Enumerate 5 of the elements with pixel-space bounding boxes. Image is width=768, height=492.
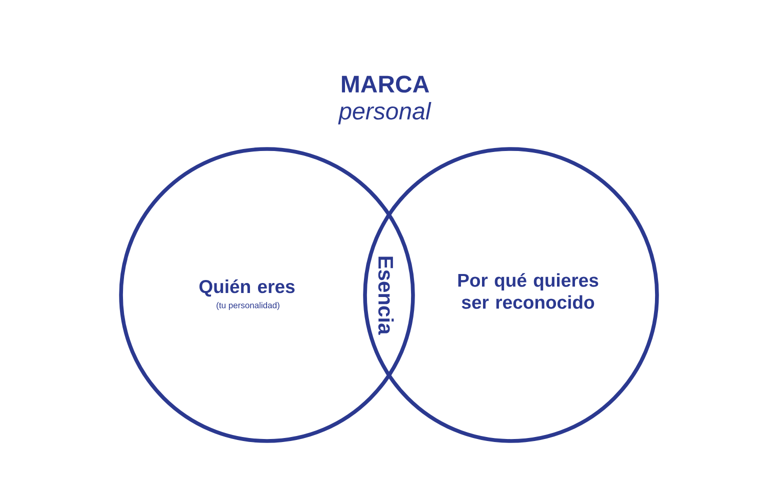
circle-label: Quién eres [199,279,295,297]
overlap-label: Esencia [378,256,394,335]
title: MARCA personal [338,76,432,124]
circle-sublabel: (tu personalidad) [216,302,280,310]
circle-label: Por qué quieres ser reconocido [458,273,598,309]
